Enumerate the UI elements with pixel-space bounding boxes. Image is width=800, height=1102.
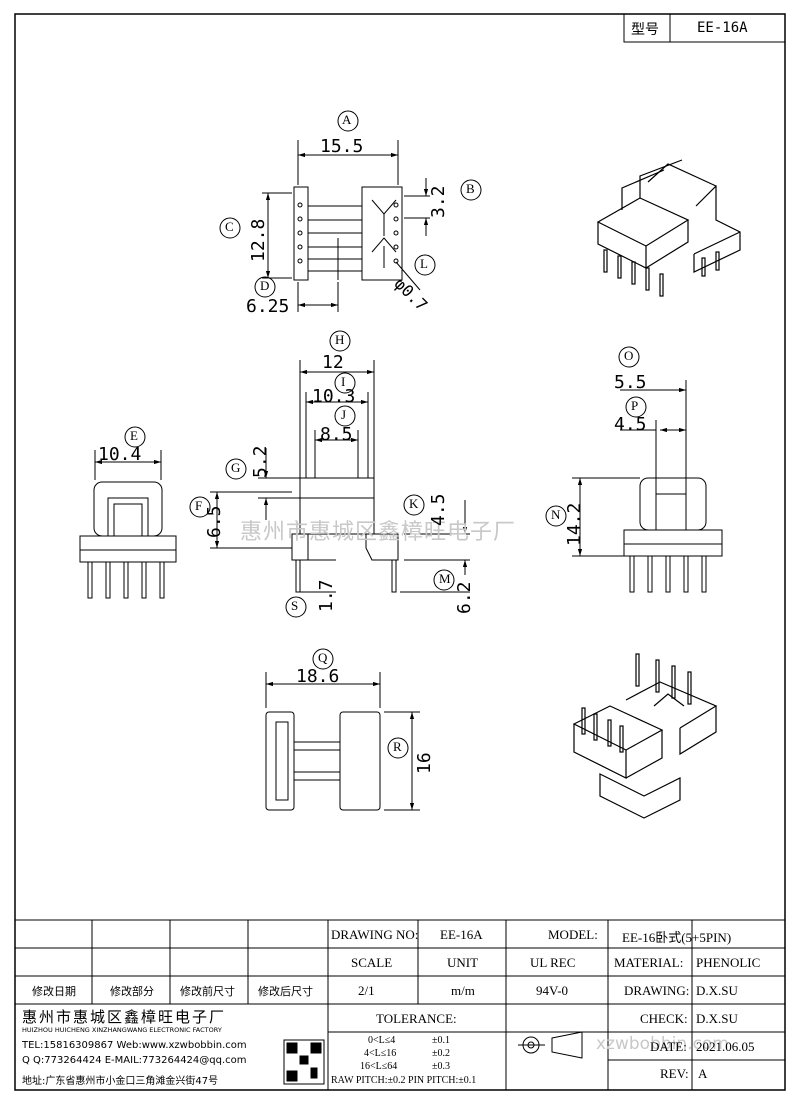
unit-value: m/m: [451, 983, 475, 998]
dim-p: 4.5: [614, 414, 647, 435]
qq-line: Q Q:773264424 E-MAIL:773264424@qq.com: [22, 1055, 247, 1066]
drawing-label: DRAWING:: [624, 983, 690, 998]
ul-label: UL REC: [530, 955, 576, 970]
label-a: A: [342, 112, 352, 127]
check-by: D.X.SU: [696, 1011, 738, 1026]
drawing-no-label: DRAWING NO:: [331, 927, 419, 942]
model: EE-16卧式(5+5PIN): [622, 930, 732, 945]
label-d: D: [260, 278, 270, 293]
label-k: K: [409, 496, 419, 511]
label-m: M: [439, 571, 451, 586]
revision-header-part: 修改部分: [110, 985, 154, 998]
material-label: MATERIAL:: [614, 955, 684, 970]
dim-a: 15.5: [320, 136, 364, 157]
label-c: C: [225, 219, 234, 234]
tol1-range: 0<L≤4: [368, 1035, 396, 1046]
sheet-border: [14, 13, 786, 1091]
tolerance-label: TOLERANCE:: [376, 1011, 457, 1026]
rev-label: REV:: [660, 1066, 689, 1081]
dim-m: 6.2: [454, 581, 475, 614]
check-label: CHECK:: [640, 1011, 688, 1026]
front-view: [79, 426, 177, 599]
drawing-by: D.X.SU: [696, 983, 738, 998]
dim-e: 10.4: [98, 444, 142, 465]
unit-label: UNIT: [447, 955, 479, 970]
dim-i: 10.3: [312, 386, 356, 407]
dim-s: 1.7: [316, 579, 337, 612]
address-line: 地址:广东省惠州市小金口三角滩金兴街47号: [22, 1076, 219, 1087]
pitch-line: RAW PITCH:±0.2 PIN PITCH:±0.1: [331, 1075, 477, 1086]
label-b: B: [466, 181, 475, 196]
label-s: S: [291, 598, 299, 613]
type-label: 型号: [631, 22, 659, 38]
dim-k: 4.5: [428, 493, 449, 526]
dim-g: 5.2: [250, 445, 271, 478]
dim-o: 5.5: [614, 372, 647, 393]
model-label: MODEL:: [548, 927, 598, 942]
dim-c: 12.8: [248, 218, 269, 262]
tol2-range: 4<L≤16: [364, 1048, 397, 1059]
label-j: J: [341, 407, 347, 422]
ul-value: 94V-0: [536, 983, 569, 998]
drawing-no: EE-16A: [440, 927, 483, 942]
iso-view-top: [596, 159, 741, 297]
scale-value: 2/1: [358, 983, 375, 998]
iso-view-bottom: [572, 653, 718, 819]
scale-label: SCALE: [351, 955, 393, 970]
dim-h: 12: [322, 352, 344, 373]
dim-n: 14.2: [564, 502, 585, 546]
label-i: I: [341, 374, 346, 389]
company-name-cn: 惠州市惠城区鑫樟旺电子厂: [22, 1008, 227, 1026]
bottom-view: [265, 648, 420, 811]
dim-j: 8.5: [320, 424, 353, 445]
top-view: [219, 110, 482, 312]
revision-header-before: 修改前尺寸: [180, 985, 235, 998]
label-q: Q: [318, 650, 328, 665]
tol1-value: ±0.1: [432, 1035, 450, 1046]
label-l: L: [420, 256, 428, 271]
type-value: EE-16A: [697, 20, 748, 36]
date-label: DATE:: [650, 1039, 687, 1054]
tol3-value: ±0.3: [432, 1061, 450, 1072]
title-block: [15, 919, 785, 1090]
label-g: G: [231, 460, 241, 475]
right-view: [545, 346, 723, 593]
side-view: [189, 330, 470, 618]
dim-f: 6.5: [204, 505, 225, 538]
tol3-range: 16<L≤64: [360, 1061, 398, 1072]
header-box: [623, 13, 786, 43]
label-p: P: [631, 398, 639, 413]
dim-b: 3.2: [428, 185, 449, 218]
company-name-en: HUIZHOU HUICHENG XINZHANGWANG ELECTRONIC…: [22, 1026, 222, 1034]
tol2-value: ±0.2: [432, 1048, 450, 1059]
dim-r: 16: [414, 752, 435, 774]
label-e: E: [130, 428, 138, 443]
tel-line: TEL:15816309867 Web:www.xzwbobbin.com: [22, 1040, 247, 1051]
watermark-url: xzwbobbin.com: [596, 1034, 729, 1054]
label-f: F: [195, 498, 203, 513]
label-n: N: [551, 507, 561, 522]
watermark-text: 惠州市惠城区鑫樟旺电子厂: [240, 520, 517, 545]
revision-header-date: 修改日期: [32, 985, 76, 998]
label-h: H: [335, 332, 345, 347]
material: PHENOLIC: [696, 955, 761, 970]
dim-d: 6.25: [246, 296, 290, 317]
label-o: O: [624, 348, 634, 363]
dim-q: 18.6: [296, 666, 340, 687]
date-value: 2021.06.05: [696, 1039, 755, 1054]
rev-value: A: [698, 1066, 708, 1081]
label-r: R: [393, 739, 402, 754]
revision-header-after: 修改后尺寸: [258, 985, 313, 998]
